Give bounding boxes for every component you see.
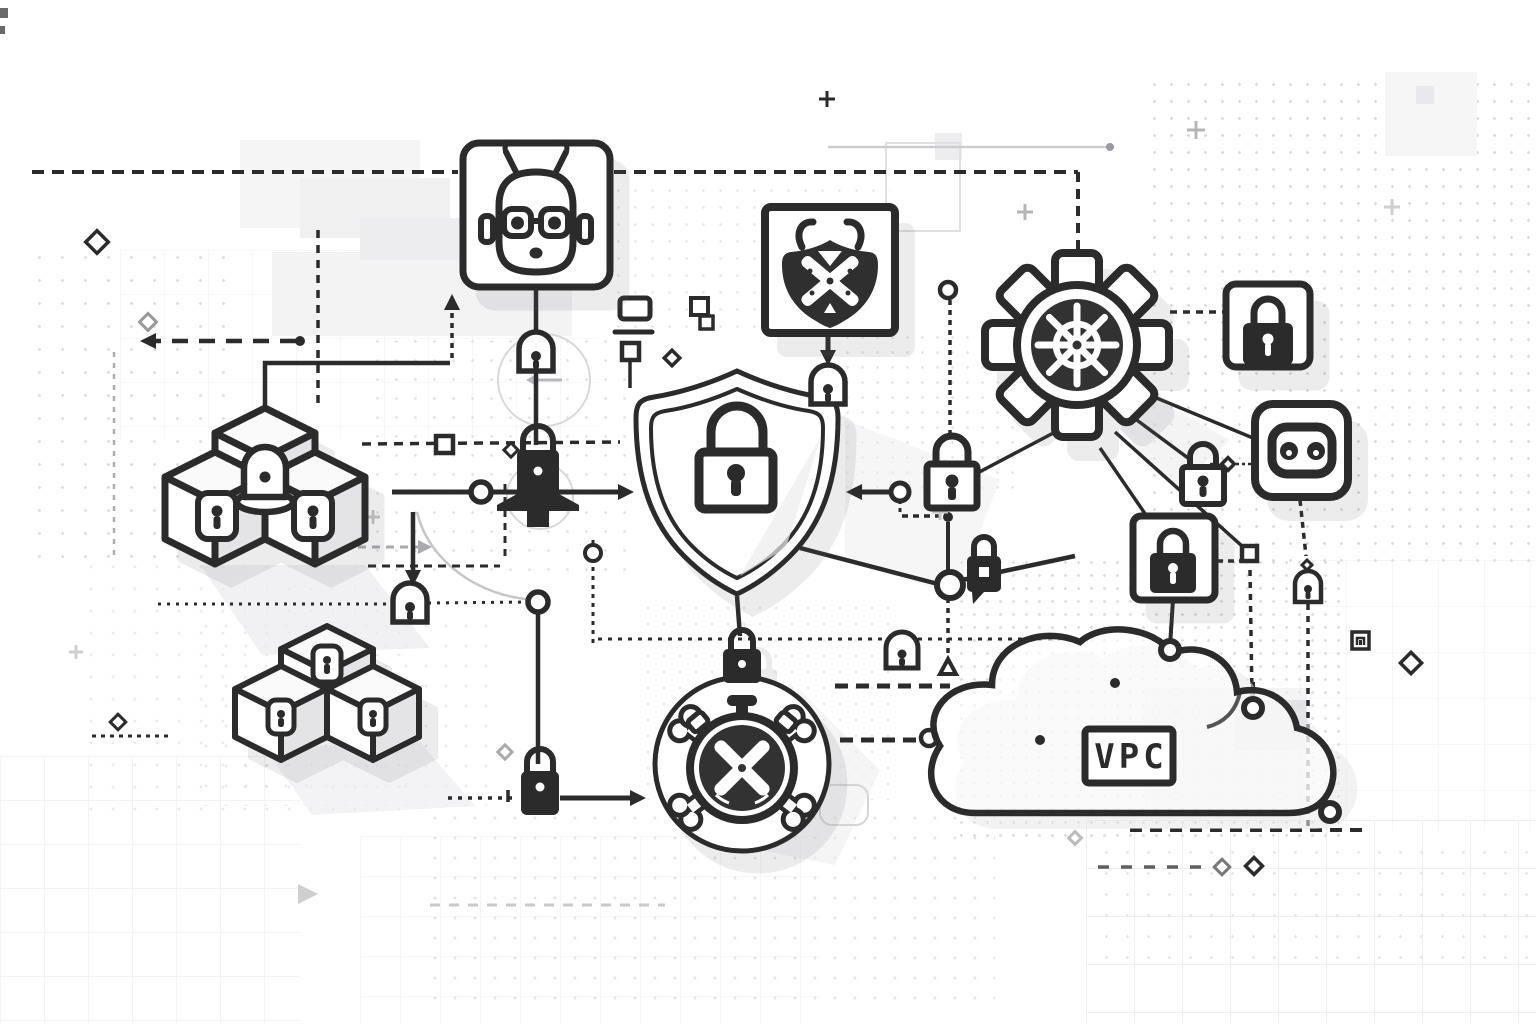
locked-container-stack-icon xyxy=(161,404,369,568)
padlock-icon xyxy=(291,490,335,542)
dome-lock-icon xyxy=(1292,568,1324,605)
padlock-outline-icon xyxy=(923,432,981,512)
connector-nodes xyxy=(433,279,1260,749)
decorative-marks xyxy=(69,91,1425,877)
shield-lock-icon xyxy=(633,368,841,597)
padlock-solid-icon xyxy=(497,423,579,527)
small-locks xyxy=(390,329,1324,815)
kubernetes-gear-icon xyxy=(981,249,1173,441)
padlock-icon xyxy=(265,697,297,737)
masked-threat-icon xyxy=(761,203,899,337)
padlock-icon xyxy=(694,401,778,514)
locked-container-stack-small-icon xyxy=(232,623,422,763)
padlock-icon xyxy=(310,643,344,685)
stopwatch-icon xyxy=(685,695,799,824)
vpc-cloud-icon: VPC xyxy=(927,626,1358,829)
dome-lock-icon xyxy=(390,580,430,625)
padlock-outline-icon xyxy=(1179,441,1227,507)
padlock-tile-mid-icon xyxy=(1129,512,1219,604)
chatbot-face-tile-icon xyxy=(1251,400,1352,501)
container-cube-right xyxy=(261,448,369,568)
bot-avatar-icon xyxy=(459,139,614,291)
padlock-icon xyxy=(195,490,239,542)
padlock-solid-icon xyxy=(967,534,1001,604)
dome-lock-icon xyxy=(883,629,921,671)
timebomb-threat-icon xyxy=(652,627,832,854)
padlock-icon xyxy=(723,627,761,683)
dome-lock-icon xyxy=(808,362,848,407)
padlock-icon xyxy=(357,697,389,737)
dome-lock-icon xyxy=(233,443,297,516)
vpc-label: VPC xyxy=(1094,737,1167,777)
vpc-label-box: VPC xyxy=(1081,725,1177,787)
padlock-solid-icon xyxy=(521,746,559,815)
dome-lock-icon xyxy=(516,329,556,374)
helm-wheel-icon xyxy=(1034,302,1120,388)
dashed-connectors xyxy=(32,170,1370,869)
padlock-tile-top-right-icon xyxy=(1222,280,1314,371)
